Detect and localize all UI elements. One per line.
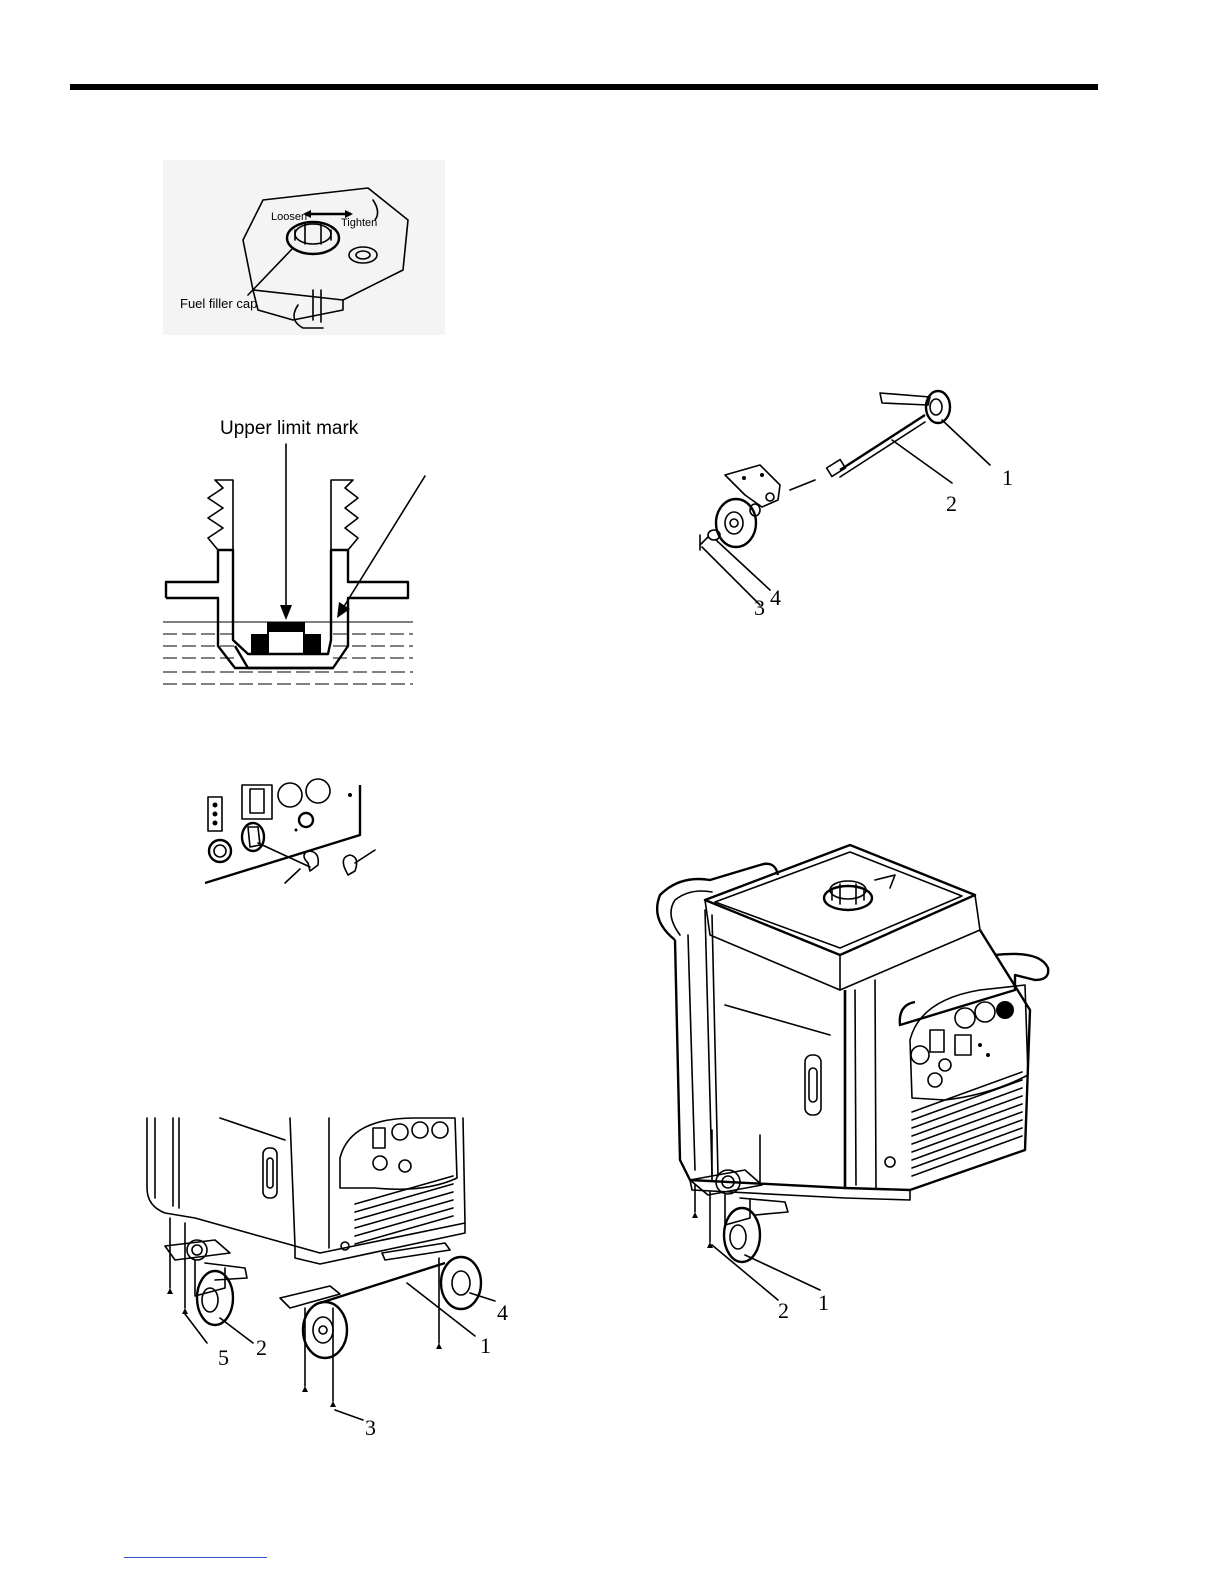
upper-limit-mark-figure: Upper limit mark bbox=[163, 410, 413, 695]
callout-5: 5 bbox=[218, 1345, 229, 1370]
vent-grille bbox=[355, 1176, 453, 1244]
tighten-label: Tighten bbox=[341, 217, 377, 229]
axle-callout-2: 2 bbox=[946, 491, 957, 516]
callout-4: 4 bbox=[497, 1300, 508, 1325]
control-panel-figure bbox=[200, 785, 380, 890]
axle-callout-4: 4 bbox=[770, 585, 781, 610]
header-rule bbox=[70, 84, 1098, 90]
callout-1: 1 bbox=[480, 1333, 491, 1358]
caster-callout-2: 2 bbox=[778, 1298, 789, 1323]
wheels-assembly-figure: 5 2 4 1 3 bbox=[145, 1118, 525, 1443]
axle-callout-1: 1 bbox=[1002, 465, 1013, 490]
fuel-filler-cap-figure: Loosen Tighten Fuel filler cap bbox=[163, 160, 445, 335]
loosen-label: Loosen bbox=[271, 211, 307, 223]
callout-3: 3 bbox=[365, 1415, 376, 1440]
upper-limit-mark-label: Upper limit mark bbox=[220, 418, 359, 439]
footer-link-underline bbox=[124, 1557, 267, 1558]
generator-caster-figure: 2 1 bbox=[650, 840, 1055, 1320]
caster-callout-1: 1 bbox=[818, 1290, 829, 1315]
callout-2: 2 bbox=[256, 1335, 267, 1360]
axle-exploded-figure: 1 2 3 4 bbox=[690, 385, 1030, 610]
axle-callout-3: 3 bbox=[754, 595, 765, 620]
fuel-filler-cap-label: Fuel filler cap bbox=[180, 296, 257, 311]
generator-vent-grille bbox=[912, 1072, 1022, 1176]
